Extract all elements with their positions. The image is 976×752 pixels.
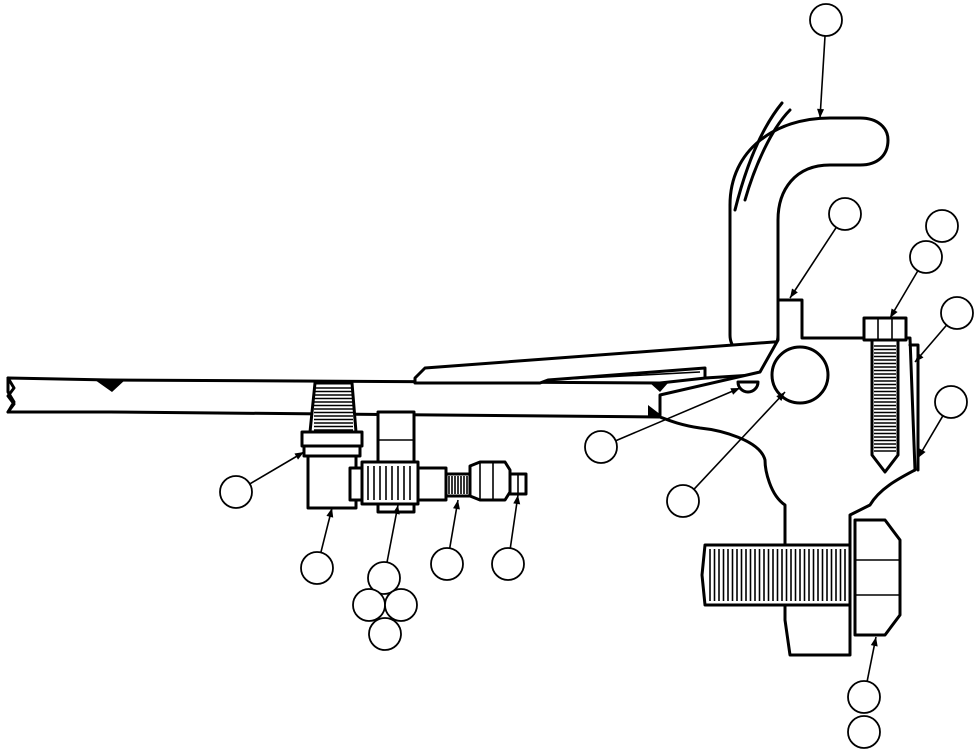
callout-circle — [219, 475, 253, 509]
leader-arrowhead — [915, 352, 924, 362]
callout-circle — [584, 430, 618, 464]
leader-arrowhead — [817, 108, 825, 118]
fitting-assembly — [300, 381, 528, 514]
leader-line — [615, 387, 741, 442]
leader-arrowhead — [453, 500, 460, 510]
callout-circle — [828, 197, 862, 231]
leader-line — [693, 391, 786, 490]
leader-line — [386, 504, 399, 563]
callout-circle — [352, 588, 386, 622]
main-bar — [6, 338, 802, 419]
callout-circle — [430, 547, 464, 581]
leader-arrowhead — [776, 392, 785, 401]
callout-circle — [367, 561, 401, 595]
leader-arrowhead — [730, 388, 740, 395]
callout-circle — [909, 240, 943, 274]
callout-circle — [300, 551, 334, 585]
callout-circle — [934, 385, 968, 419]
leader-arrowhead — [326, 508, 334, 518]
leader-arrowhead — [870, 637, 878, 647]
callout-circle — [940, 296, 974, 330]
vertical-bolt — [862, 316, 920, 474]
horizontal-bolt — [700, 518, 902, 637]
callout-circle — [847, 715, 881, 749]
leader-arrowhead — [790, 288, 798, 298]
callout-circle — [368, 617, 402, 651]
leader-arrowhead — [294, 452, 304, 460]
leader-line — [249, 451, 305, 485]
leader-line — [789, 226, 837, 299]
callout-circle — [925, 209, 959, 243]
callout-circle — [809, 3, 843, 37]
callout-circle — [384, 588, 418, 622]
leader-arrowhead — [890, 308, 898, 318]
leader-arrowhead — [392, 505, 400, 515]
callout-group — [219, 3, 974, 749]
callout-circle — [847, 680, 881, 714]
leader-arrowhead — [918, 448, 926, 458]
callout-circle — [666, 484, 700, 518]
leader-arrowhead — [513, 495, 521, 505]
leader-line — [819, 35, 826, 119]
bracket-body — [658, 298, 917, 657]
leader-line — [889, 270, 919, 319]
callout-circle — [491, 547, 525, 581]
